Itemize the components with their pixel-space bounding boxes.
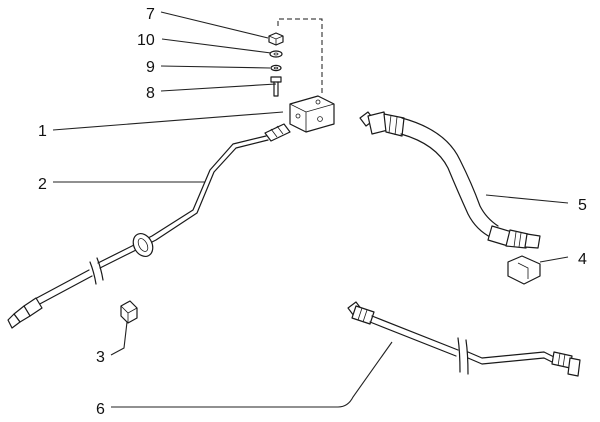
brake-pipe-2	[7, 123, 291, 329]
leader-6	[111, 341, 393, 408]
clip-3	[120, 300, 138, 324]
assembly-dash-line	[277, 18, 323, 96]
callout-4: 4	[578, 251, 587, 268]
leader-lines	[52, 11, 569, 408]
retaining-clip-4	[507, 255, 541, 285]
callout-7: 7	[146, 6, 155, 23]
washer-10	[269, 50, 283, 58]
callout-2: 2	[38, 176, 47, 193]
leader-9	[160, 65, 271, 69]
pipe-break-mark	[89, 257, 104, 285]
leader-1	[52, 111, 284, 131]
leader-3	[110, 321, 128, 356]
bolt-8-head	[270, 76, 282, 83]
leader-7	[160, 11, 269, 39]
callout-6: 6	[96, 401, 105, 418]
pipe-break-mark	[457, 337, 469, 375]
brake-pipe-6	[347, 301, 581, 377]
leader-5	[485, 194, 569, 204]
leader-10	[161, 38, 272, 54]
callout-9: 9	[146, 59, 155, 76]
washer-9	[270, 64, 282, 72]
flexible-hose-5	[359, 111, 541, 249]
callout-3: 3	[96, 349, 105, 366]
callout-1: 1	[38, 123, 47, 140]
bolt-8-shank	[273, 81, 279, 97]
pipe-grommet	[132, 232, 154, 258]
junction-block-1	[289, 95, 335, 133]
callout-8: 8	[146, 85, 155, 102]
leader-8	[160, 83, 277, 92]
leader-4	[539, 256, 569, 263]
callout-5: 5	[578, 197, 587, 214]
callout-10: 10	[137, 32, 155, 49]
fastener-stack	[268, 18, 323, 97]
